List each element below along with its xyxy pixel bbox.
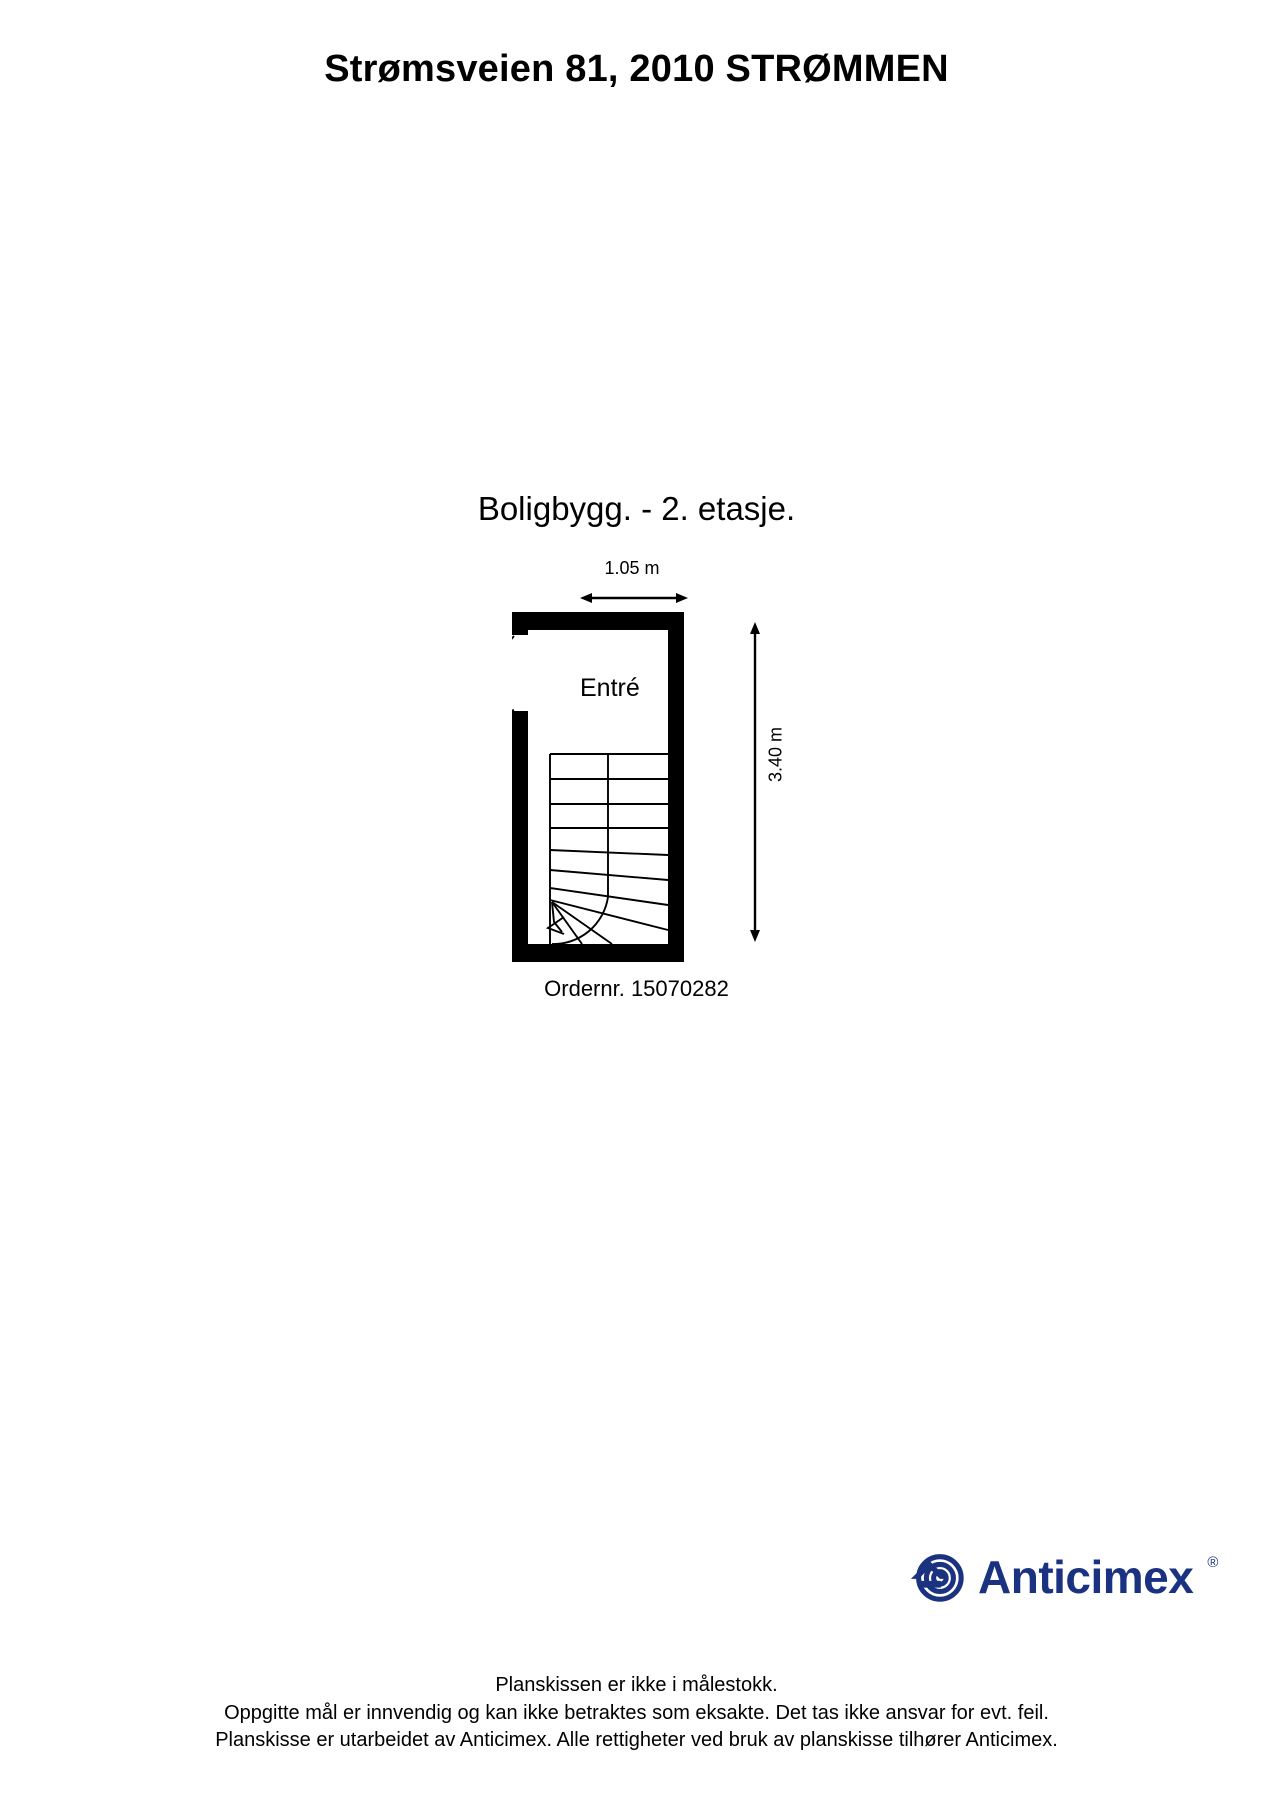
footer-line-3: Planskisse er utarbeidet av Anticimex. A… bbox=[215, 1729, 1058, 1752]
floor-plan-drawing bbox=[512, 612, 684, 962]
floor-plan-section: Boligbygg. - 2. etasje. 1.05 m 3.40 m bbox=[0, 490, 1273, 1014]
anticimex-wordmark: Anticimex bbox=[978, 1551, 1194, 1603]
dimension-height-arrow-icon bbox=[750, 622, 760, 942]
footer-line-1: Planskissen er ikke i målestokk. bbox=[495, 1674, 778, 1696]
anticimex-spiral-icon bbox=[910, 1554, 964, 1602]
door-opening bbox=[512, 633, 528, 713]
floor-plan-subtitle: Boligbygg. - 2. etasje. bbox=[477, 490, 796, 527]
footer-disclaimer: Planskissen er ikke i målestokk. Oppgitt… bbox=[0, 1672, 1273, 1755]
page-title: Strømsveien 81, 2010 STRØMMEN bbox=[324, 48, 949, 90]
staircase-icon bbox=[549, 753, 669, 945]
floor-plan-canvas: 1.05 m 3.40 m bbox=[0, 544, 1273, 1014]
dimension-width-label: 1.05 m bbox=[604, 558, 660, 578]
footer-line-2: Oppgitte mål er innvendig og kan ikke be… bbox=[224, 1701, 1049, 1724]
dimension-width-arrow-icon bbox=[580, 593, 688, 603]
order-number: Ordernr. 15070282 bbox=[544, 976, 729, 1001]
dimension-height-label: 3.40 m bbox=[765, 726, 786, 783]
stair-direction-arrow-icon bbox=[545, 901, 565, 935]
room-label-entre: Entré bbox=[580, 674, 640, 702]
registered-trademark-mark: ® bbox=[1207, 1554, 1219, 1571]
anticimex-logo: Anticimex ® bbox=[908, 1548, 1218, 1606]
